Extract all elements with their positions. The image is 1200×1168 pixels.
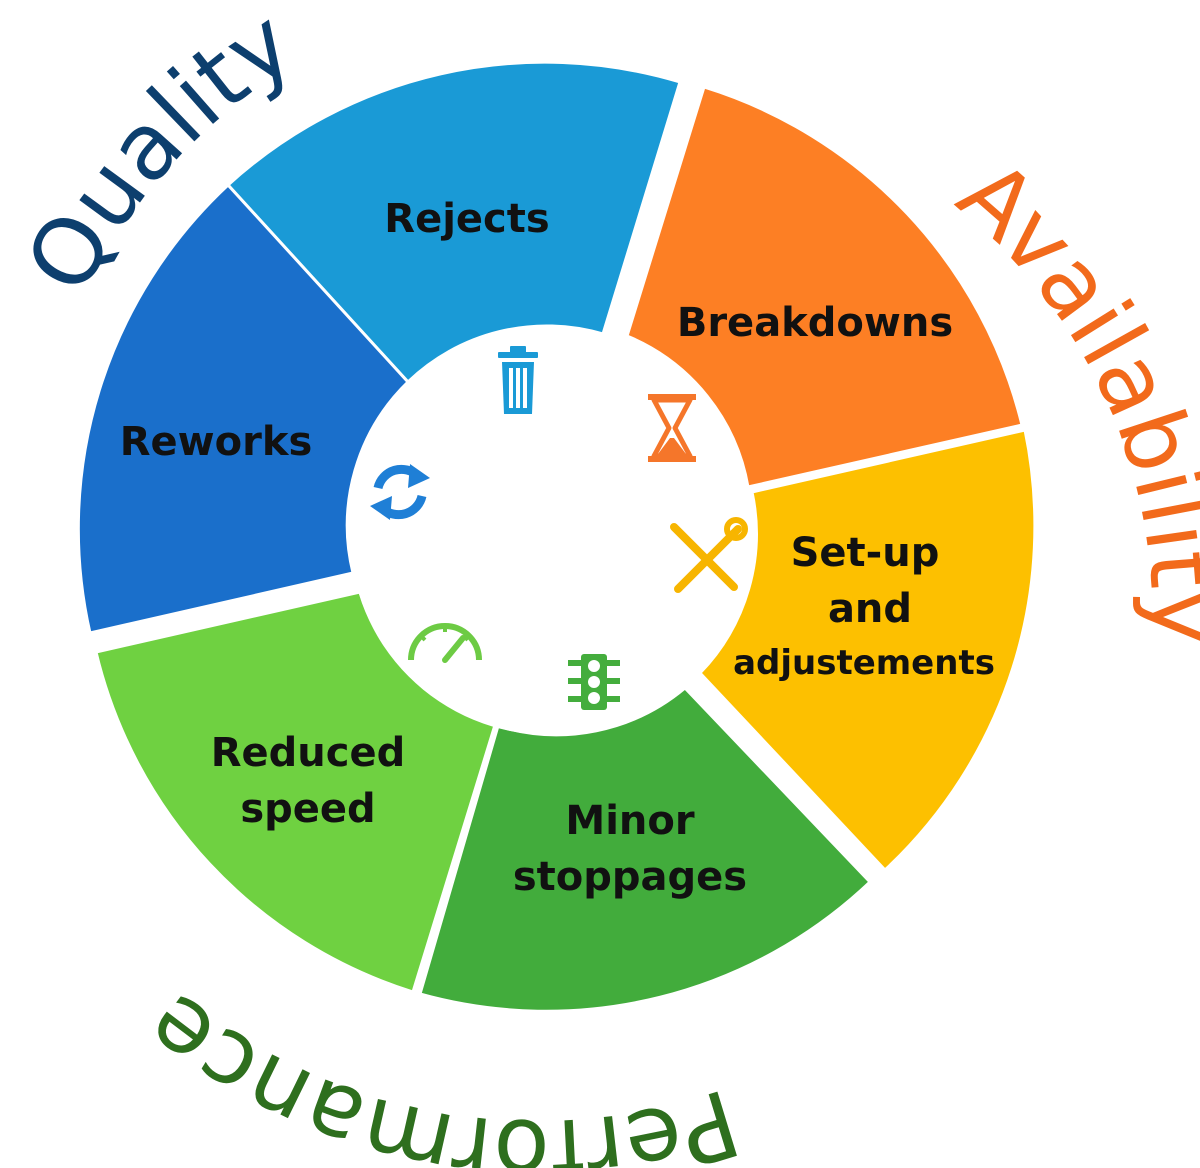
- label-breakdowns: Breakdowns: [677, 300, 953, 346]
- label-reworks: Reworks: [120, 419, 313, 465]
- label-rejects: Rejects: [384, 196, 549, 242]
- label-setup-line-2: and: [828, 586, 912, 632]
- label-setup-line-1: Set-up: [791, 530, 940, 576]
- speedometer-icon: [408, 623, 482, 663]
- label-minor-line-1: Minor: [565, 798, 694, 844]
- refresh-icon: [370, 464, 430, 520]
- label-reduced-line-1: Reduced: [211, 730, 406, 776]
- label-setup-line-3: adjustements: [733, 643, 995, 683]
- tools-icon: [670, 517, 748, 593]
- segment-setup: [697, 428, 1037, 873]
- label-minor-line-2: stoppages: [513, 854, 747, 900]
- label-reduced-line-2: speed: [240, 786, 375, 832]
- segment-minor: [418, 685, 873, 1013]
- trash-icon: [498, 346, 538, 414]
- center-hole: [350, 335, 750, 735]
- segment-breakdowns: [625, 85, 1024, 489]
- hourglass-icon: [648, 394, 696, 462]
- group-label-performance: Performance: [126, 973, 751, 1168]
- segment-rejects: [225, 60, 682, 385]
- ring: [76, 60, 1037, 1013]
- traffic-light-icon: [568, 654, 620, 710]
- segment-reworks: [76, 182, 411, 635]
